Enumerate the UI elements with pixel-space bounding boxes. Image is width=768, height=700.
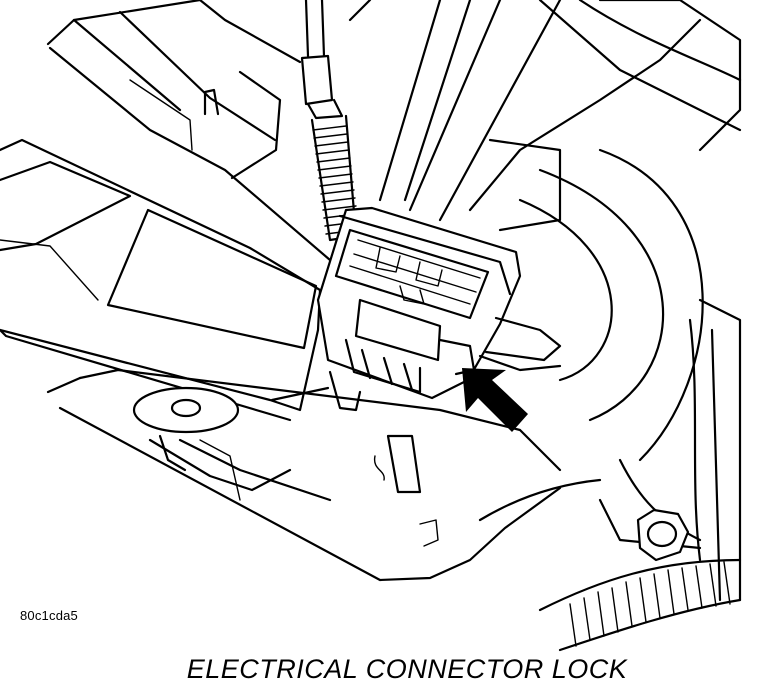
callout-arrow-icon (462, 368, 528, 432)
figure-id-label: 80c1cda5 (20, 608, 78, 623)
upper-housing (46, 0, 332, 262)
threaded-cable (300, 0, 358, 242)
mount-bolt (132, 386, 292, 501)
figure-caption: ELECTRICAL CONNECTOR LOCK (186, 654, 628, 684)
left-cover (0, 138, 330, 422)
right-housing (518, 148, 742, 602)
ribbed-hose (538, 558, 742, 652)
mount-bracket (46, 368, 602, 582)
frame-struts (348, 0, 742, 232)
electrical-connector (316, 206, 562, 412)
hex-nut (636, 508, 690, 562)
